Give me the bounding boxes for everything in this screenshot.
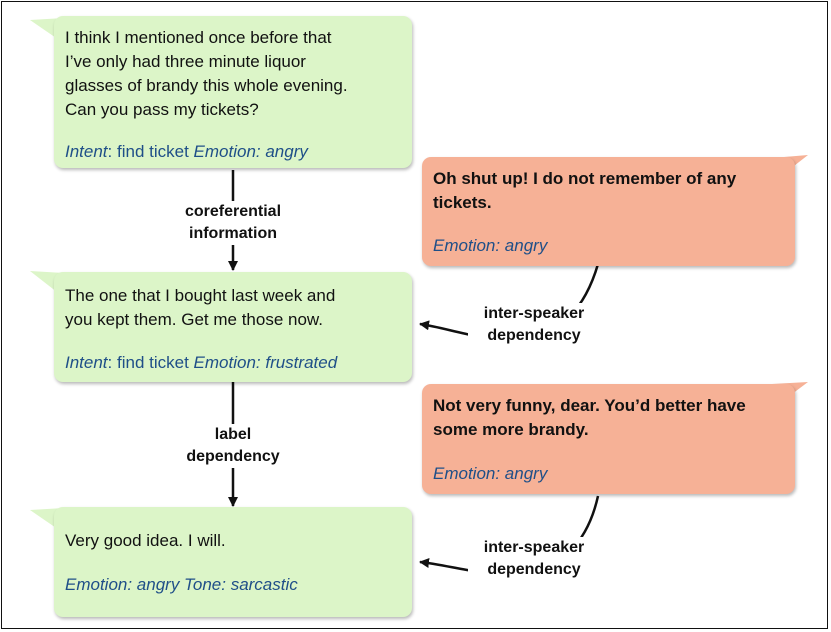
utterance-bubble-4: Not very funny, dear. You’d better have …: [422, 384, 795, 494]
utterance-bubble-3: The one that I bought last week and you …: [54, 272, 412, 382]
utterance-bubble-2: Oh shut up! I do not remember of any tic…: [422, 157, 795, 266]
annotation-line: Emotion: angry Tone: sarcastic: [65, 573, 298, 597]
utterance-text: I think I mentioned once before that I’v…: [65, 28, 348, 119]
utterance-text: The one that I bought last week and you …: [65, 286, 336, 329]
emotion-label: Emotion: angry: [433, 464, 548, 483]
emotion-label: Emotion: frustrated: [193, 353, 338, 372]
annotation-line: Intent: find ticket Emotion: angry: [65, 140, 308, 164]
link-label-label-dependency: label dependency: [168, 424, 298, 468]
emotion-label: Emotion: angry: [193, 142, 308, 161]
utterance-text: Very good idea. I will.: [65, 531, 226, 550]
emotion-label: Emotion: angry: [433, 236, 548, 255]
intent-key: Intent: [65, 142, 108, 161]
intent-value: : find ticket: [107, 353, 194, 372]
link-label-coreferential: coreferential information: [168, 201, 298, 245]
utterance-bubble-1: I think I mentioned once before that I’v…: [54, 16, 412, 168]
emotion-label: Emotion: angry Tone: sarcastic: [65, 575, 298, 594]
link-label-inter-speaker-1: inter-speaker dependency: [468, 303, 600, 347]
link-label-inter-speaker-2: inter-speaker dependency: [468, 537, 600, 581]
annotation-line: Emotion: angry: [433, 234, 547, 258]
intent-key: Intent: [65, 353, 108, 372]
annotation-line: Intent: find ticket Emotion: frustrated: [65, 351, 337, 375]
intent-value: : find ticket: [107, 142, 194, 161]
utterance-text: Not very funny, dear. You’d better have …: [433, 396, 746, 439]
utterance-bubble-5: Very good idea. I will. Emotion: angry T…: [54, 507, 412, 617]
annotation-line: Emotion: angry: [433, 462, 547, 486]
utterance-text: Oh shut up! I do not remember of any tic…: [433, 169, 737, 212]
